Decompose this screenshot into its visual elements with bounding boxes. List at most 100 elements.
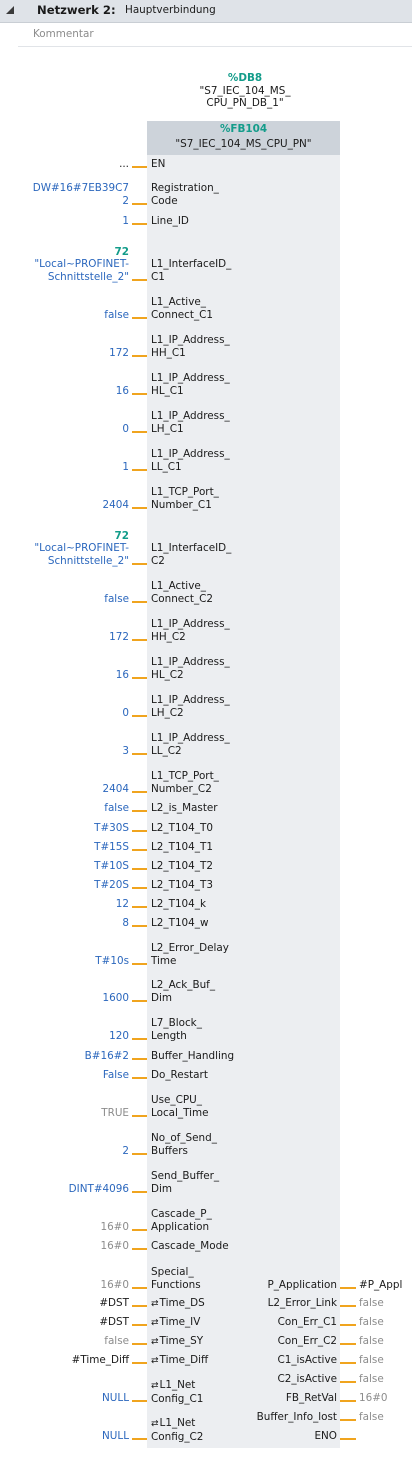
input-value-line: 72	[114, 245, 129, 258]
input-pin: L7_Block_Length	[151, 1017, 202, 1042]
input-value[interactable]: T#20S	[94, 879, 129, 891]
input-pin: L2_T104_T3	[151, 879, 213, 892]
input-value[interactable]: False	[102, 1069, 129, 1081]
input-value[interactable]: 1600	[102, 992, 129, 1004]
input-value[interactable]: #DST	[99, 1297, 129, 1309]
output-pin: L2_Error_Link	[267, 1297, 337, 1309]
input-pin-label: EN	[151, 158, 166, 170]
input-wire	[132, 1038, 147, 1040]
input-pin-label: L2_T104_T2	[151, 860, 213, 872]
input-pin-label: LH_C1	[151, 423, 184, 435]
input-pin: L2_T104_T1	[151, 841, 213, 854]
input-wire	[132, 1438, 147, 1440]
input-value[interactable]: B#16#2	[84, 1050, 129, 1062]
input-value[interactable]: 2	[122, 1145, 129, 1157]
input-pin-label: L2_Ack_Buf_	[151, 979, 216, 992]
input-value[interactable]: 16#0	[100, 1240, 129, 1252]
input-value[interactable]: 16#0	[100, 1221, 129, 1233]
input-pin-label: Send_Buffer_	[151, 1170, 220, 1183]
input-value[interactable]: T#15S	[94, 841, 129, 853]
network-title[interactable]: Hauptverbindung	[125, 4, 216, 16]
input-pin: Registration_Code	[151, 182, 219, 207]
input-value[interactable]: T#10S	[94, 860, 129, 872]
input-value[interactable]: DINT#4096	[68, 1183, 129, 1195]
input-wire	[132, 906, 147, 908]
input-value[interactable]: 16#0	[100, 1279, 129, 1291]
output-value[interactable]: false	[359, 1316, 384, 1328]
network-comment[interactable]: Kommentar	[18, 24, 412, 47]
input-pin: L2_T104_T0	[151, 822, 213, 835]
output-value[interactable]: false	[359, 1354, 384, 1366]
input-pin-label: L1_IP_Address_	[151, 334, 230, 347]
input-value[interactable]: 0	[122, 707, 129, 719]
input-value[interactable]: NULL	[102, 1430, 129, 1442]
chevron-down-icon[interactable]	[5, 5, 15, 15]
input-wire	[132, 677, 147, 679]
input-value[interactable]: 1	[122, 215, 129, 227]
input-value[interactable]: 72"Local~PROFINET-Schnittstelle_2"	[0, 246, 129, 284]
input-value[interactable]: false	[104, 593, 129, 605]
input-value[interactable]: TRUE	[101, 1107, 129, 1119]
input-value[interactable]: #DST	[99, 1316, 129, 1328]
input-pin-label: No_of_Send_	[151, 1132, 217, 1145]
input-pin-label: L1_Active_	[151, 580, 206, 593]
input-value[interactable]: 1	[122, 461, 129, 473]
network-header[interactable]: Netzwerk 2: Hauptverbindung	[0, 0, 412, 23]
input-wire	[132, 355, 147, 357]
input-pin: L1_InterfaceID_C2	[151, 542, 231, 567]
input-value[interactable]: 172	[109, 631, 129, 643]
input-wire	[132, 830, 147, 832]
input-value[interactable]: T#10s	[95, 955, 129, 967]
output-value[interactable]: false	[359, 1373, 384, 1385]
input-pin-label: HH_C2	[151, 631, 186, 643]
input-value[interactable]: 12	[115, 898, 129, 910]
input-value[interactable]: 8	[122, 917, 129, 929]
input-wire	[132, 279, 147, 281]
input-pin: L1_Active_Connect_C1	[151, 296, 213, 321]
input-pin-label: L1_IP_Address_	[151, 732, 230, 745]
input-pin-text: Time_IV	[159, 1316, 201, 1328]
input-pin: L1_IP_Address_LL_C2	[151, 732, 230, 757]
input-pin: L1_IP_Address_LH_C2	[151, 694, 230, 719]
input-pin: L1_IP_Address_HH_C1	[151, 334, 230, 359]
input-value[interactable]: T#30S	[94, 822, 129, 834]
input-value[interactable]: 16	[115, 385, 129, 397]
output-value[interactable]: #P_Appl	[359, 1279, 403, 1291]
output-wire	[340, 1324, 356, 1326]
input-value[interactable]: #Time_Diff	[71, 1354, 129, 1366]
input-pin: L2_is_Master	[151, 802, 218, 815]
input-pin: L1_TCP_Port_Number_C2	[151, 770, 219, 795]
input-pin-text: Time_SY	[159, 1335, 204, 1347]
input-pin-label: L2_T104_k	[151, 898, 206, 910]
input-value[interactable]: 16	[115, 669, 129, 681]
input-value[interactable]: false	[104, 802, 129, 814]
input-pin-label: HL_C1	[151, 385, 184, 397]
input-value[interactable]: 2404	[102, 499, 129, 511]
instance-db[interactable]: %DB8 "S7_IEC_104_MS_ CPU_PN_DB_1"	[0, 72, 412, 110]
output-value[interactable]: false	[359, 1297, 384, 1309]
input-value[interactable]: false	[104, 309, 129, 321]
input-pin-label: Number_C2	[151, 783, 212, 795]
input-value[interactable]: 3	[122, 745, 129, 757]
input-wire	[132, 507, 147, 509]
input-value[interactable]: NULL	[102, 1392, 129, 1404]
output-value[interactable]: false	[359, 1411, 384, 1423]
input-pin-label: Number_C1	[151, 499, 212, 511]
input-value[interactable]: 2404	[102, 783, 129, 795]
input-value[interactable]: 72"Local~PROFINET-Schnittstelle_2"	[0, 530, 129, 568]
output-value[interactable]: false	[359, 1335, 384, 1347]
input-value-line: 72	[114, 529, 129, 542]
input-value[interactable]: 172	[109, 347, 129, 359]
input-value[interactable]: 0	[122, 423, 129, 435]
output-value[interactable]: 16#0	[359, 1392, 388, 1404]
function-block[interactable]: %FB104 "S7_IEC_104_MS_CPU_PN"	[147, 121, 340, 1448]
input-value[interactable]: ...	[119, 158, 129, 170]
input-wire	[132, 1000, 147, 1002]
input-value[interactable]: 120	[109, 1030, 129, 1042]
input-pin-label: Connect_C2	[151, 593, 214, 605]
input-pin-label: Local_Time	[151, 1107, 209, 1119]
input-value[interactable]: false	[104, 1335, 129, 1347]
